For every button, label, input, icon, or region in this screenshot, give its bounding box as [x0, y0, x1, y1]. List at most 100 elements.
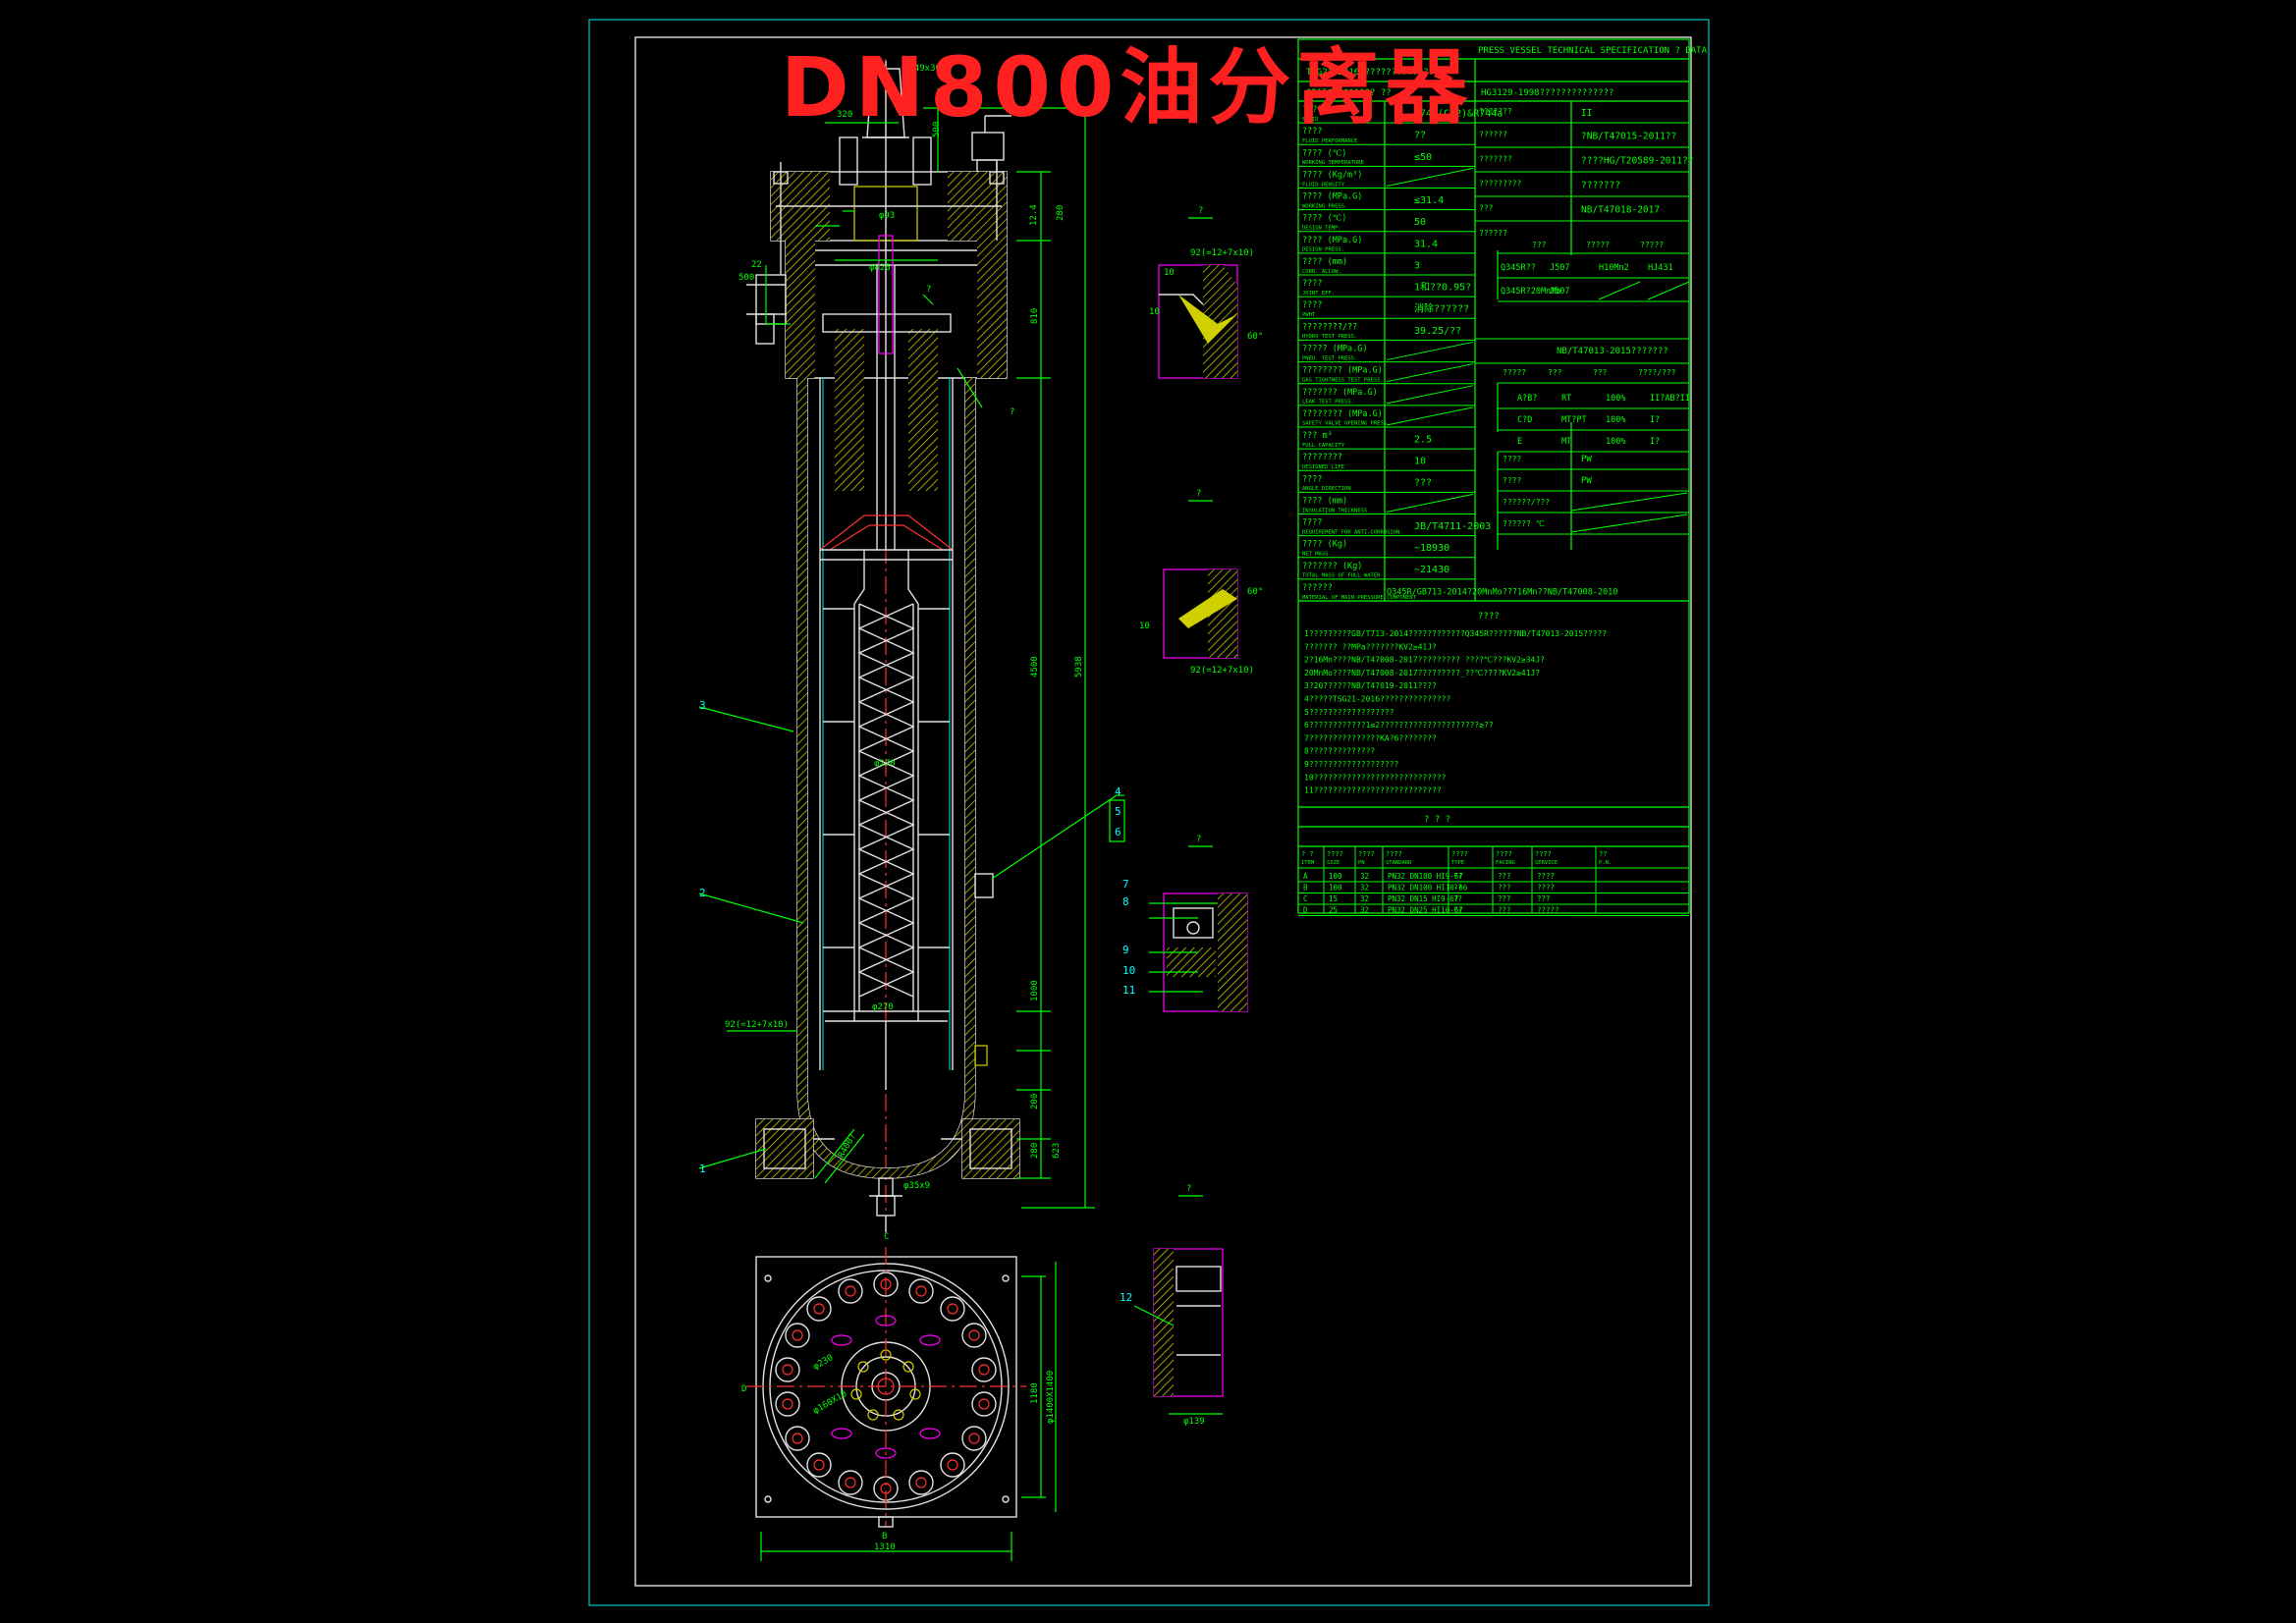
nozzle-cell: PN32 DN15 HI9-67 — [1388, 894, 1458, 903]
nozzle-cell: PN32 DN100 HI9-67 — [1388, 872, 1463, 881]
dim-top-flange: φ149x30 — [903, 64, 941, 74]
dim-1000: 1000 — [1030, 980, 1040, 1001]
spec-row-value: ??? — [1414, 478, 1432, 489]
extra-slash — [1570, 492, 1688, 512]
dim-d820: φ820 — [869, 263, 891, 273]
spec-header: PRESS VESSEL TECHNICAL SPECIFICATION ? D… — [1478, 46, 1708, 56]
ndt-cell: A?B? — [1517, 394, 1537, 404]
nozzle-header-sub: PN — [1358, 860, 1365, 866]
spec-row-label: ???? — [1302, 474, 1322, 484]
part-label-4: 4 — [1115, 785, 1121, 798]
elevation-q-2: ? — [926, 285, 931, 295]
ndt-cell: C?D — [1517, 415, 1532, 425]
svg-text:10: 10 — [1139, 622, 1150, 631]
spec-row-sub: WORKING TEMPERATURE — [1302, 160, 1364, 166]
nozzle-header: ?? — [1599, 850, 1607, 858]
part-label-6: 6 — [1115, 826, 1121, 839]
part-label-12: 12 — [1120, 1291, 1132, 1304]
spec-row-sub: WORKING PRESS. — [1302, 203, 1347, 209]
spec-row-label: ??????? (Kg) — [1302, 562, 1362, 571]
plan-dim-c2: φ160X10 — [812, 1389, 849, 1417]
spec-row-sub: NET MASS — [1302, 552, 1329, 558]
elevation-q-1: ? — [1010, 407, 1014, 417]
nozzle-cell: D — [1303, 906, 1308, 915]
right-row-label: ?????? — [1479, 131, 1507, 139]
nozzle-cell: ???? — [1537, 872, 1555, 881]
spec-row-value: ~18930 — [1414, 543, 1449, 554]
weld-slash — [1647, 281, 1690, 300]
weld-header: ????? — [1640, 241, 1664, 249]
nozzle-cell: 25 — [1329, 906, 1338, 915]
nozzle-cell: PN32 DN100 HI10-66 — [1388, 884, 1468, 893]
svg-text:60°: 60° — [1247, 587, 1263, 597]
ndt-cell: 100% — [1606, 394, 1625, 404]
spec-row-sub: FLUID — [1302, 117, 1319, 123]
spec-row-label: ???? (℃) — [1302, 148, 1346, 158]
spec-row-value: R744(CO2)&R744a — [1414, 108, 1503, 119]
spec-row-value: 39.25/?? — [1414, 326, 1461, 337]
dim-d93: φ93 — [879, 211, 895, 221]
spec-row-value: ?? — [1414, 131, 1426, 141]
spec-row-label: ???? (MPa.G) — [1302, 192, 1362, 202]
part-label-8: 8 — [1122, 895, 1129, 908]
plan-dim-1310: 1310 — [874, 1542, 896, 1552]
nozzle-header-sub: FACING — [1496, 860, 1515, 866]
spec-row-value: 消除?????? — [1414, 302, 1469, 315]
right-row-value: NB/T47018-2017 — [1581, 205, 1660, 216]
spec-row-value: JB/T4711-2003 — [1414, 521, 1491, 532]
spec-row-label: ???? — [1302, 127, 1322, 136]
ndt-header: ????? — [1503, 368, 1526, 377]
nozzle-cell: ??? — [1498, 872, 1511, 881]
spec-row-label: ???? (Kg) — [1302, 540, 1347, 550]
nozzle-header: ???? — [1451, 850, 1468, 858]
part-label-10: 10 — [1122, 964, 1135, 977]
nozzle-cell: 32 — [1360, 884, 1369, 893]
part-label-3: 3 — [699, 699, 706, 712]
spec-row-label: ??? m³ — [1302, 431, 1333, 441]
callout-d: D — [741, 1384, 746, 1394]
svg-text:60°: 60° — [1247, 332, 1263, 342]
note-line: 6????????????1≤2?????????????????????≥?? — [1304, 721, 1494, 730]
weld-slash — [1598, 281, 1641, 300]
spec-row-sub: DESIGNED LIFE — [1302, 464, 1344, 470]
spec-row-label: ???? (mm) — [1302, 257, 1347, 267]
nozzle-cell: 32 — [1360, 894, 1369, 903]
nozzle-header: ???? — [1535, 850, 1552, 858]
note-line: 7???????????????KA?6???????? — [1304, 733, 1437, 742]
detail-3-label: ? — [1196, 835, 1201, 844]
note-line: 8?????????????? — [1304, 747, 1375, 756]
plan-dim-c1: φ230 — [812, 1353, 836, 1373]
nozzle-cell: 100 — [1329, 872, 1342, 881]
spec-row-value: 31.4 — [1414, 239, 1438, 249]
spec-row-label: ???? (℃) — [1302, 214, 1346, 224]
detail-1-label: ? — [1198, 206, 1203, 216]
spec-row-sub: PWHT — [1302, 312, 1316, 318]
ndt-header: ??? — [1548, 368, 1562, 377]
spec-row-label: ????? (MPa.G) — [1302, 345, 1368, 354]
dim-810: 810 — [1030, 308, 1040, 324]
extra-value: PW — [1581, 476, 1592, 486]
svg-text:10: 10 — [1149, 307, 1160, 317]
dim-side-500: 500 — [738, 273, 754, 283]
spec-row-slash — [1386, 406, 1474, 426]
weld-cell: J507 — [1550, 263, 1569, 273]
dim-280b: 280 — [1030, 1143, 1040, 1159]
weld-cell: Q345R?? — [1501, 263, 1536, 273]
note-line: 20MnMo????NB/T47008-2017?????????_??℃???… — [1304, 669, 1540, 677]
nozzle-cell: ?? — [1453, 872, 1462, 881]
dim-4500: 4500 — [1030, 656, 1040, 677]
dim-anchor: φ270 — [872, 1002, 894, 1012]
spec-row-value: Q345R/GB713-2014?20MnMo???16Mn??NB/T4700… — [1387, 587, 1617, 597]
dim-d270: φ270 — [874, 759, 896, 769]
right-row-label: ??????? — [1479, 155, 1512, 164]
extra-label: ???? — [1503, 476, 1521, 485]
spec-row-label: ??????? (MPa.G) — [1302, 388, 1378, 398]
ndt-cell: MT?PT — [1561, 415, 1587, 425]
detail-1: ? 92(=12+7x10) 10 10 60° — [1149, 206, 1263, 379]
spec-row-label: ???? — [1302, 300, 1322, 310]
detail-2: ? 92(=12+7x10) 60° 10 — [1139, 489, 1263, 676]
note-line: 1?????????GB/T713-2014????????????Q345R?… — [1304, 629, 1607, 638]
ndt-cell: I? — [1650, 437, 1660, 447]
detail-4: ? 12 φ139 — [1120, 1184, 1224, 1427]
